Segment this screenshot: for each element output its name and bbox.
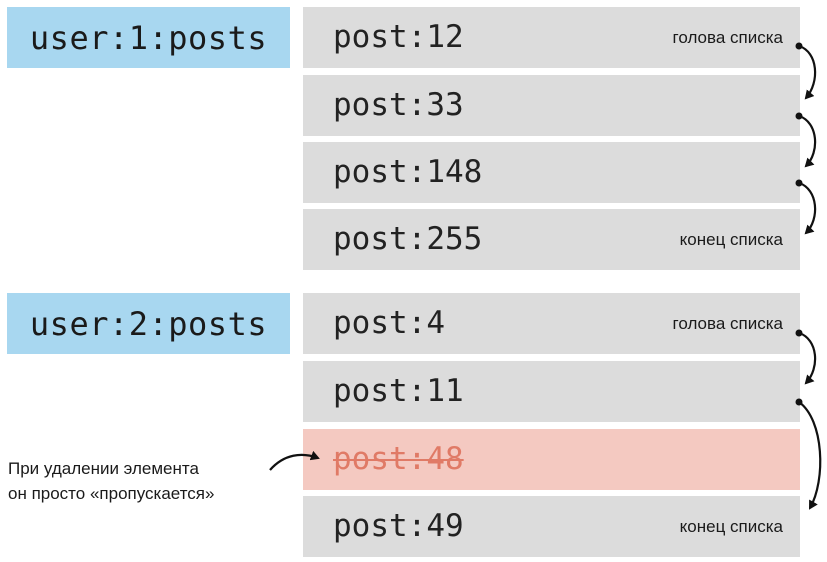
next-arrow-3 bbox=[795, 179, 817, 235]
skip-arrow bbox=[795, 398, 822, 510]
note-arrow bbox=[269, 450, 320, 471]
node-value: post:11 bbox=[333, 373, 464, 409]
next-arrow-1 bbox=[795, 42, 817, 100]
list-node-post-33: post:33 bbox=[303, 75, 800, 136]
list-node-post-4: post:4 голова списка bbox=[303, 293, 800, 354]
deletion-note-line-1: При удалении элемента bbox=[8, 459, 199, 478]
deletion-note-line-2: он просто «пропускается» bbox=[8, 484, 215, 503]
list-node-post-255: post:255 конец списка bbox=[303, 209, 800, 270]
deletion-note: При удалении элемента он просто «пропуск… bbox=[8, 456, 288, 506]
node-value: post:255 bbox=[333, 221, 483, 257]
list-node-post-11: post:11 bbox=[303, 361, 800, 422]
node-value: post:148 bbox=[333, 154, 483, 190]
node-value: post:33 bbox=[333, 87, 464, 123]
list-key-user-1: user:1:posts bbox=[7, 7, 290, 68]
node-value: post:49 bbox=[333, 508, 464, 544]
list-node-post-148: post:148 bbox=[303, 142, 800, 203]
head-label: голова списка bbox=[672, 28, 783, 47]
node-value-deleted: post:48 bbox=[333, 441, 464, 477]
node-value: post:4 bbox=[333, 305, 445, 341]
list-key-user-2: user:2:posts bbox=[7, 293, 290, 354]
tail-label: конец списка bbox=[679, 517, 783, 536]
head-label: голова списка bbox=[672, 314, 783, 333]
list-node-post-49: post:49 конец списка bbox=[303, 496, 800, 557]
list-node-post-12: post:12 голова списка bbox=[303, 7, 800, 68]
next-arrow-4 bbox=[795, 329, 817, 385]
list-node-post-48-deleted: post:48 bbox=[303, 429, 800, 490]
tail-label: конец списка bbox=[679, 230, 783, 249]
next-arrow-2 bbox=[795, 112, 817, 168]
node-value: post:12 bbox=[333, 19, 464, 55]
